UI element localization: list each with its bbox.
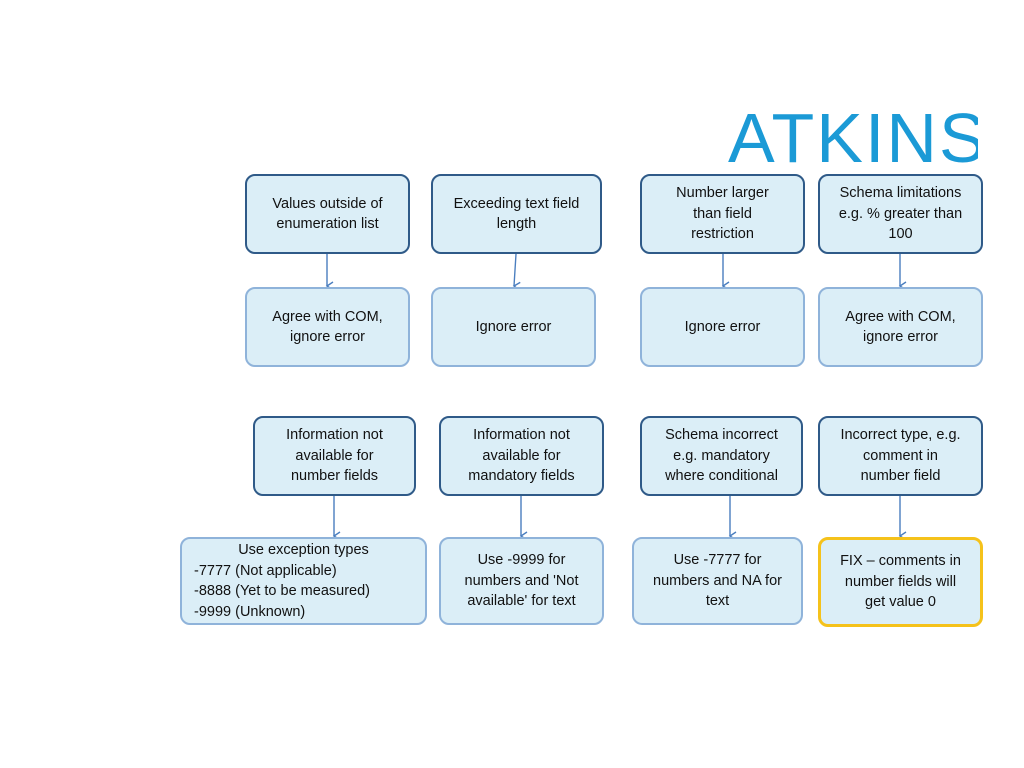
issue-box-number-larger: Number larger than field restriction xyxy=(640,174,805,254)
exception-types-heading: Use exception types xyxy=(238,542,369,558)
arrow xyxy=(512,253,521,291)
action-box-use-7777: Use -7777 for numbers and NA for text xyxy=(632,537,803,625)
issue-box-schema-limitations: Schema limitations e.g. % greater than 1… xyxy=(818,174,983,254)
atkins-logo-mark: ATKINS xyxy=(728,99,986,177)
atkins-logo: ATKINS xyxy=(728,99,986,177)
issue-box-schema-incorrect: Schema incorrect e.g. mandatory where co… xyxy=(640,416,803,496)
issue-box-info-mandatory: Information not available for mandatory … xyxy=(439,416,604,496)
exception-types-list: -7777 (Not applicable) -8888 (Yet to be … xyxy=(194,562,370,620)
action-box-agree-com: Agree with COM, ignore error xyxy=(818,287,983,367)
action-box-exception-types: Use exception types -7777 (Not applicabl… xyxy=(180,537,427,625)
issue-box-info-number: Information not available for number fie… xyxy=(253,416,416,496)
action-box-agree-com: Agree with COM, ignore error xyxy=(245,287,410,367)
issue-box-incorrect-type: Incorrect type, e.g. comment in number f… xyxy=(818,416,983,496)
issue-box-text-length: Exceeding text field length xyxy=(431,174,602,254)
atkins-logo-text: ATKINS xyxy=(728,104,978,168)
action-box-ignore-error: Ignore error xyxy=(431,287,596,367)
action-box-fix-comments: FIX – comments in number fields will get… xyxy=(818,537,983,627)
action-box-ignore-error: Ignore error xyxy=(640,287,805,367)
action-box-use-9999: Use -9999 for numbers and 'Not available… xyxy=(439,537,604,625)
issue-box-enumeration: Values outside of enumeration list xyxy=(245,174,410,254)
